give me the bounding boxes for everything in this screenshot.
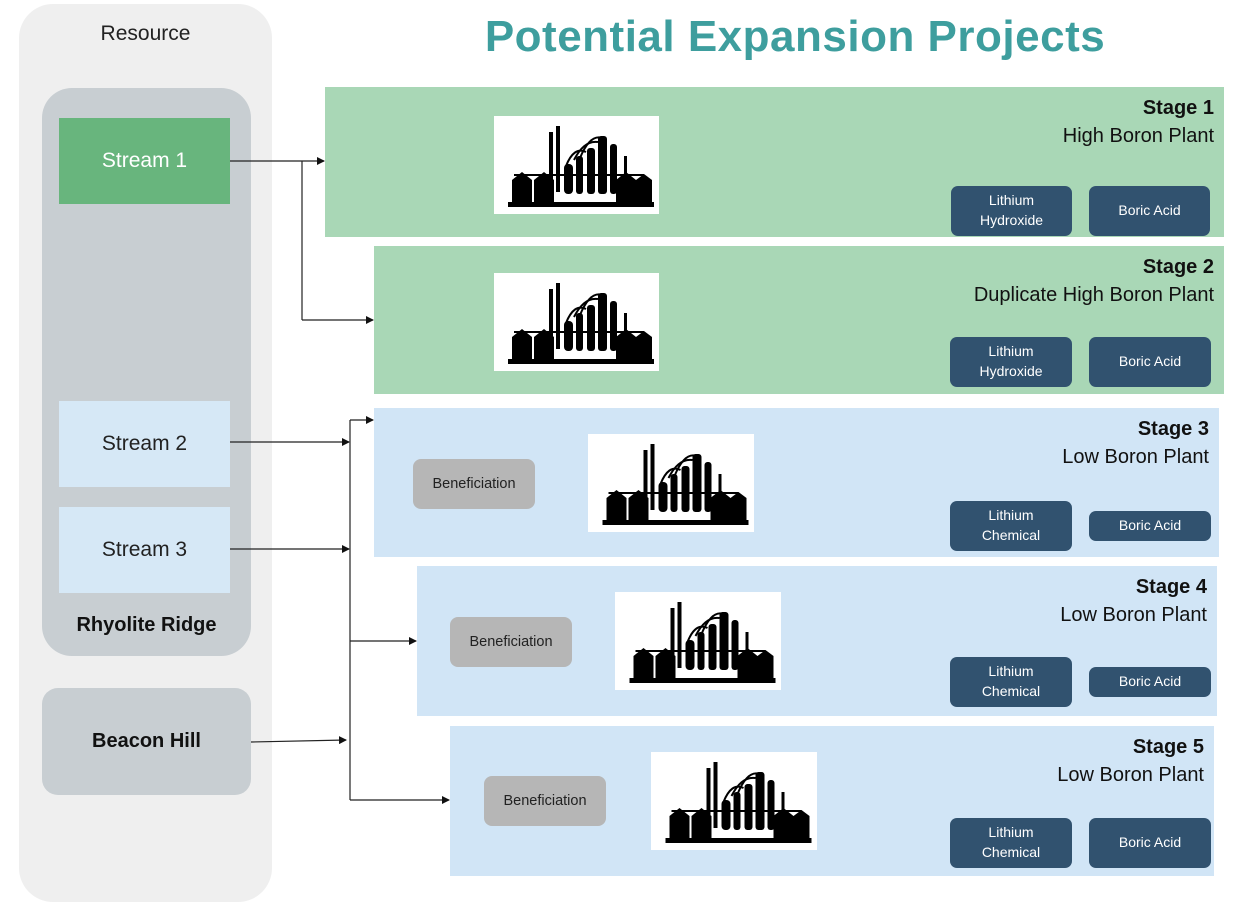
factory-icon (615, 592, 781, 690)
stage-1-description: High Boron Plant (1062, 125, 1214, 147)
stage-5-name: Stage 5 (1132, 736, 1204, 758)
stage-2-product-boric-acid: Boric Acid (1089, 337, 1211, 387)
stage-5-beneficiation: Beneficiation (484, 776, 606, 826)
stage-4-description: Low Boron Plant (1060, 604, 1207, 626)
stage-3-product-boric-acid: Boric Acid (1089, 511, 1211, 541)
factory-icon (494, 273, 659, 371)
stage-2-box: Stage 2 Duplicate High Boron Plant Lithi… (374, 246, 1224, 394)
stream-1-box: Stream 1 (59, 118, 230, 204)
stage-3-name: Stage 3 (1137, 418, 1209, 440)
stage-3-box: Beneficiation Stage 3 Low Boron Plant Li… (374, 408, 1219, 557)
stream-2-box: Stream 2 (59, 401, 230, 487)
beacon-hill-box: Beacon Hill (42, 688, 251, 795)
stage-4-box: Beneficiation Stage 4 Low Boron Plant Li… (417, 566, 1217, 716)
page-title: Potential Expansion Projects (484, 12, 1106, 61)
stage-2-name: Stage 2 (1142, 256, 1214, 278)
resource-heading: Resource (100, 22, 191, 45)
factory-icon (651, 752, 817, 850)
stage-1-product-boric-acid: Boric Acid (1089, 186, 1210, 236)
stream-3-box: Stream 3 (59, 507, 230, 593)
stage-2-description: Duplicate High Boron Plant (973, 284, 1214, 306)
stage-1-name: Stage 1 (1142, 97, 1214, 119)
stage-4-beneficiation: Beneficiation (450, 617, 572, 667)
stage-5-product-boric-acid: Boric Acid (1089, 818, 1211, 868)
factory-icon (588, 434, 754, 532)
stage-4-name: Stage 4 (1135, 576, 1207, 598)
stage-5-description: Low Boron Plant (1057, 764, 1204, 786)
stage-3-beneficiation: Beneficiation (413, 459, 535, 509)
stage-4-product-boric-acid: Boric Acid (1089, 667, 1211, 697)
stage-5-box: Beneficiation Stage 5 Low Boron Plant Li… (450, 726, 1214, 876)
factory-icon (494, 116, 659, 214)
rhyolite-ridge-label: Rhyolite Ridge (76, 614, 217, 636)
stage-3-description: Low Boron Plant (1062, 446, 1209, 468)
